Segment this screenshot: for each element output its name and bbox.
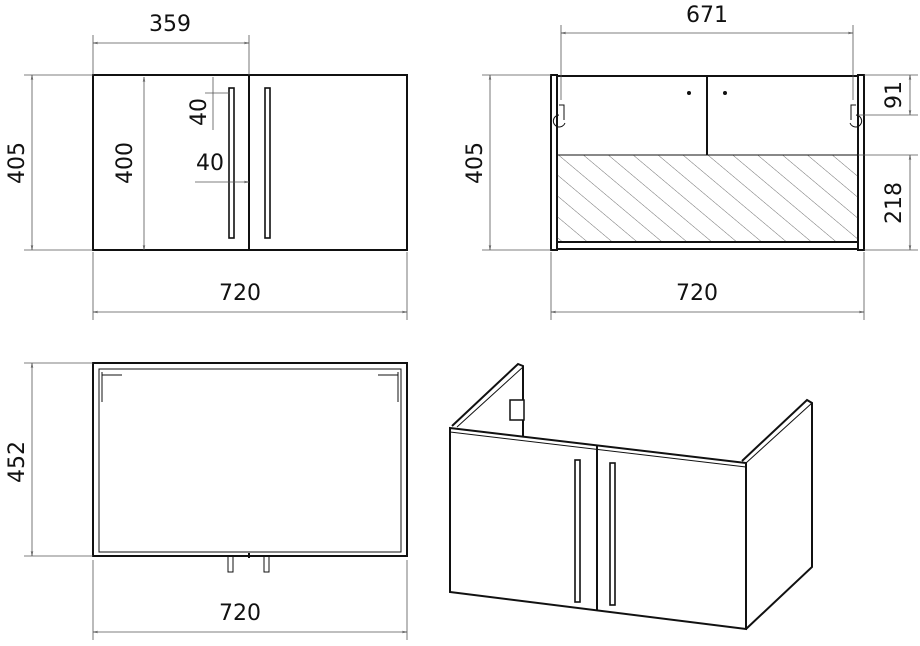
dim-total-height: 405 [5, 142, 30, 184]
dim-total-width: 720 [219, 281, 261, 306]
handle-left [228, 87, 235, 239]
dim-door-height: 400 [113, 142, 138, 184]
dim-hatched-section: 218 [882, 182, 907, 224]
back-view: 671 405 91 218 720 [463, 3, 918, 320]
hinge-block [509, 399, 525, 421]
hinge-right [849, 104, 863, 128]
dim-depth: 452 [5, 441, 30, 483]
iso-handle-right [609, 462, 616, 606]
dim-door-width: 359 [149, 12, 191, 37]
dim-handle-side-offset: 40 [196, 151, 224, 176]
dim-total-width: 720 [219, 601, 261, 626]
hatched-cutout [556, 154, 859, 243]
handle-ends [227, 556, 270, 573]
dim-handle-top-offset: 40 [187, 98, 212, 126]
isometric-view [449, 362, 813, 631]
top-view: 452 720 [5, 362, 408, 640]
dim-total-width: 720 [676, 281, 718, 306]
dim-inner-width: 671 [686, 3, 728, 28]
front-view: 359 405 400 40 40 720 [5, 12, 408, 320]
hinge-left [552, 104, 566, 128]
iso-handle-left [574, 459, 581, 603]
dim-top-section: 91 [882, 81, 907, 109]
dim-total-height: 405 [463, 142, 488, 184]
cabinet-top-outline [92, 362, 408, 557]
handle-right [264, 87, 271, 239]
